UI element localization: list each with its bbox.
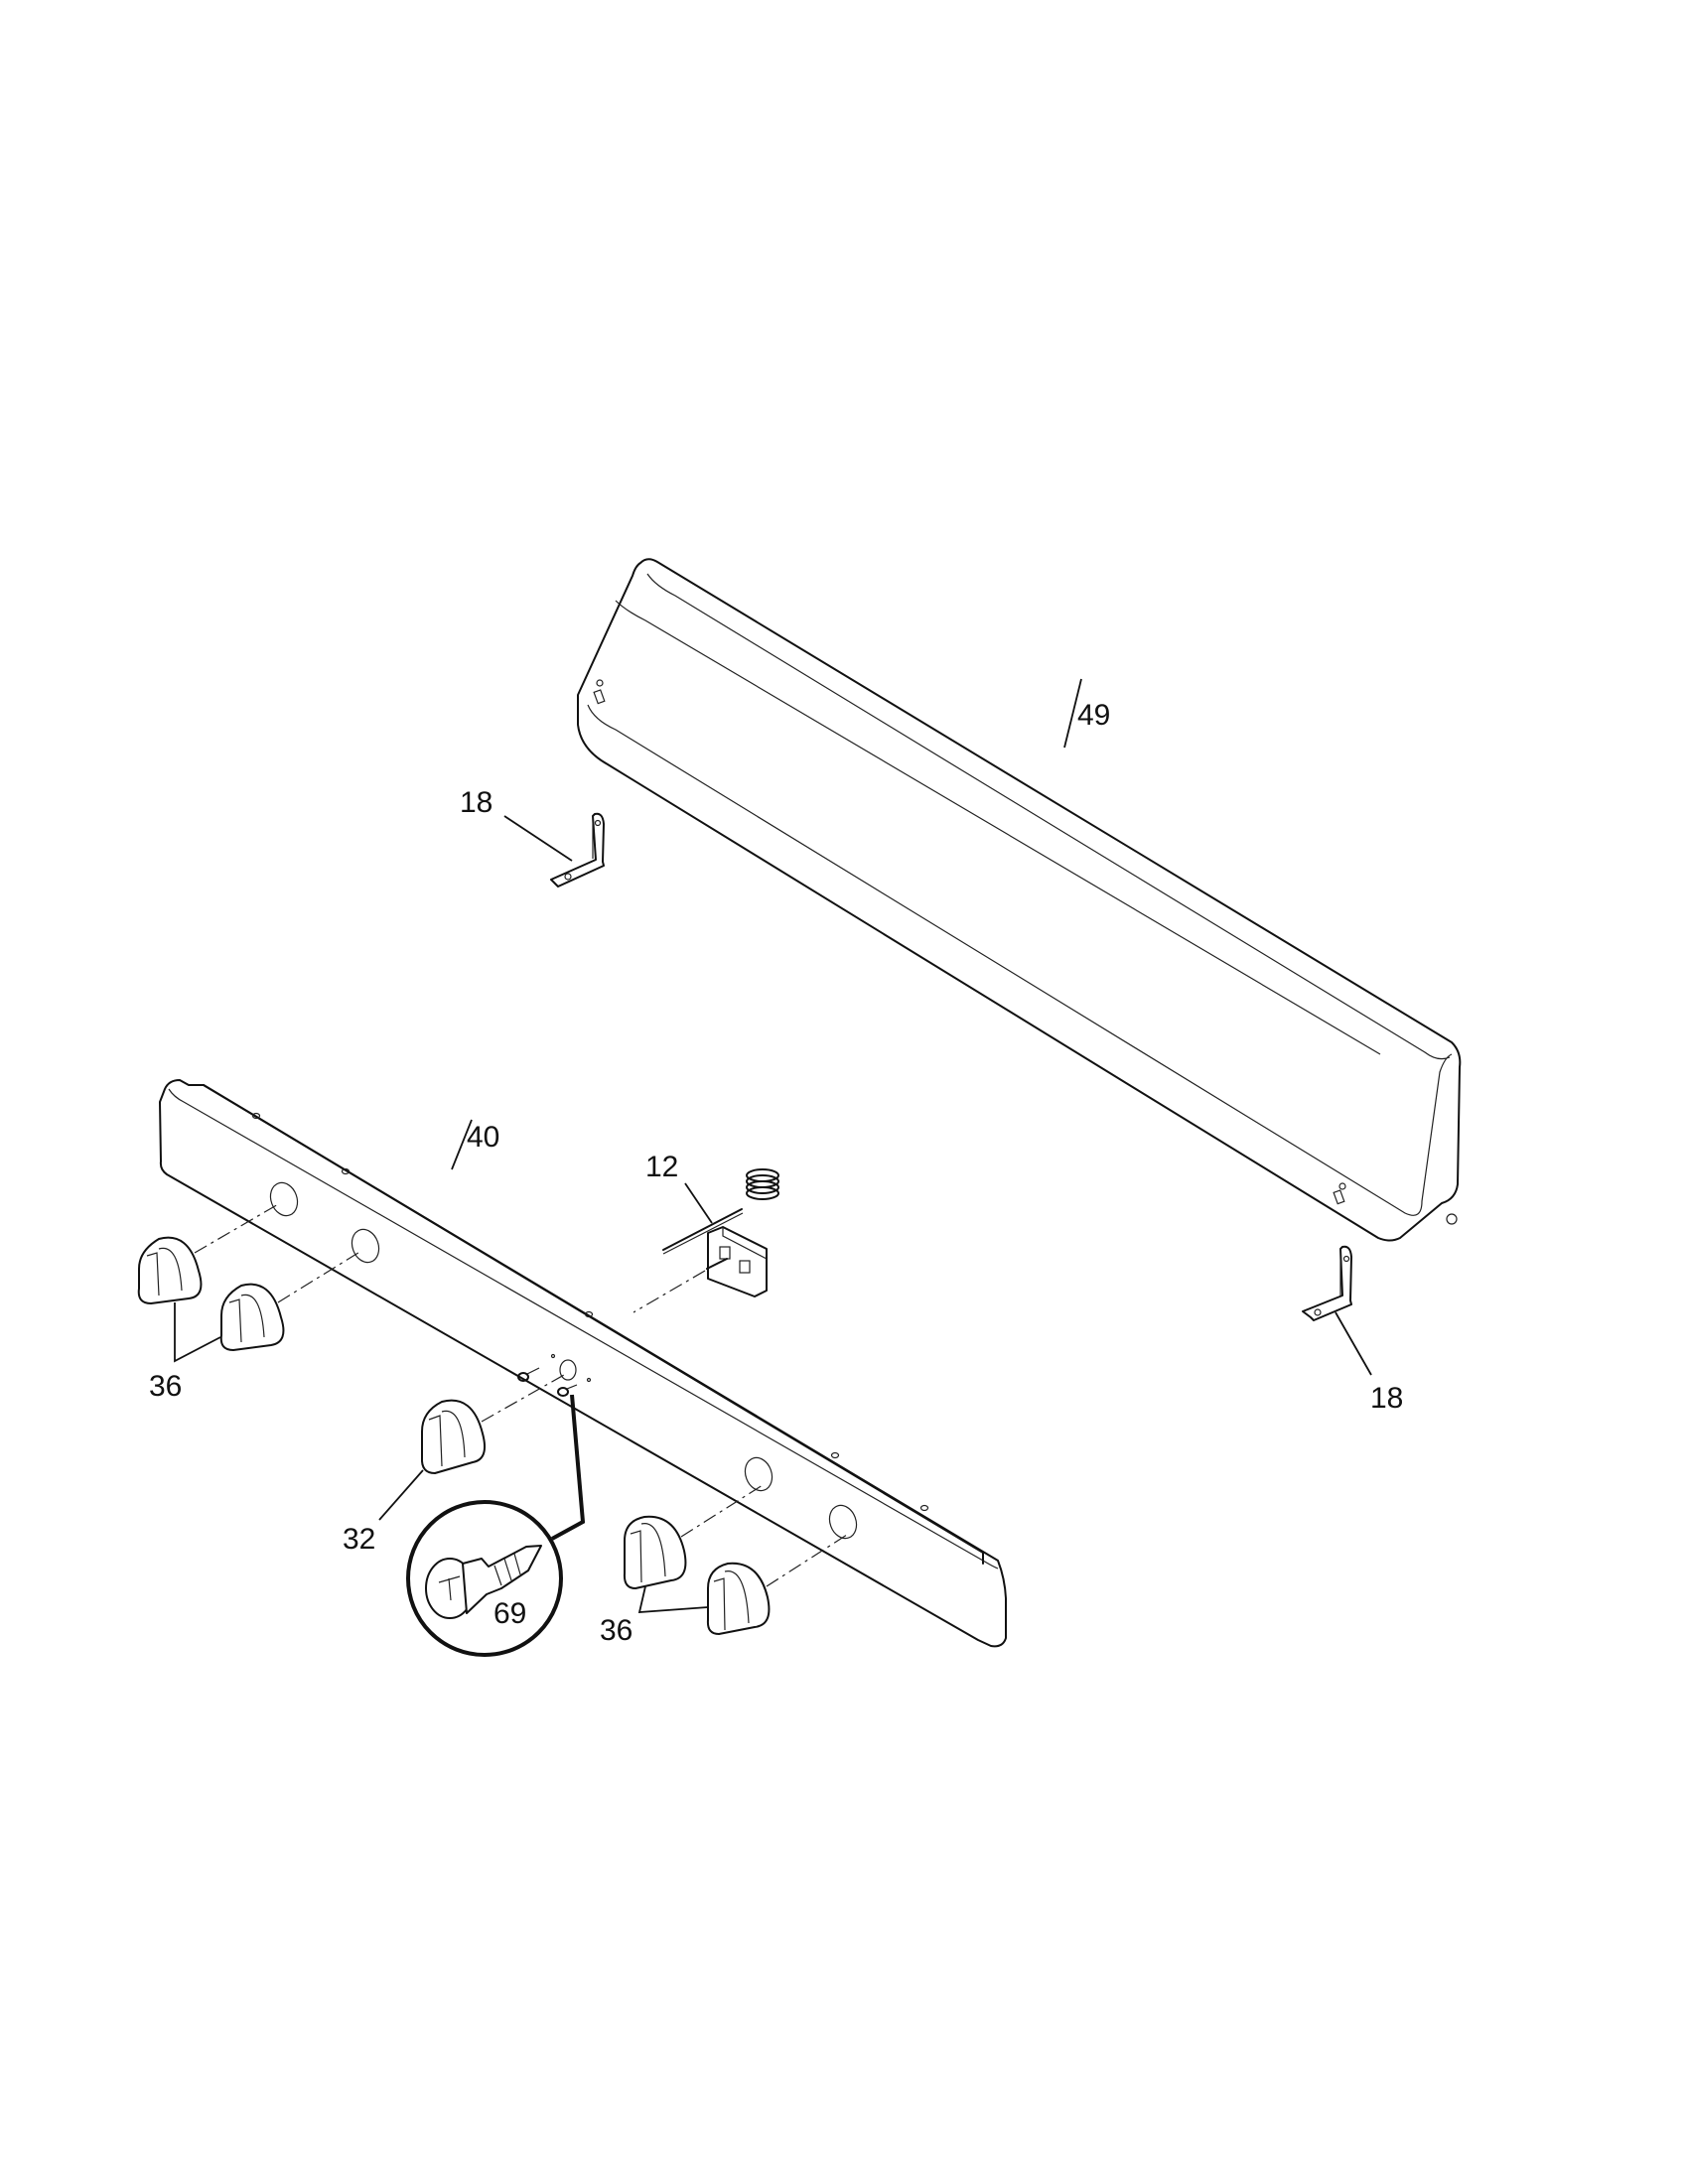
knob-right-1-axis bbox=[680, 1484, 764, 1538]
leader-32 bbox=[378, 1469, 424, 1521]
leader-18-left bbox=[503, 815, 573, 862]
leader-12 bbox=[684, 1182, 713, 1224]
thermostat-part bbox=[662, 1168, 779, 1297]
control-panel-part bbox=[159, 1079, 1007, 1648]
callout-36-left: 36 bbox=[149, 1370, 182, 1403]
thermostat-axis bbox=[633, 1270, 706, 1313]
leader-49 bbox=[1063, 678, 1082, 749]
callout-18-right: 18 bbox=[1370, 1382, 1403, 1415]
callout-18-left: 18 bbox=[460, 786, 492, 819]
backguard-part bbox=[577, 558, 1462, 1242]
knob-right-2 bbox=[706, 1562, 771, 1635]
knob-left-1-axis bbox=[194, 1202, 281, 1254]
leader-36-left bbox=[174, 1302, 221, 1363]
knob-right-1 bbox=[623, 1515, 687, 1589]
callout-32: 32 bbox=[343, 1523, 375, 1556]
bracket-right-part bbox=[1302, 1245, 1352, 1321]
leader-69 bbox=[551, 1394, 586, 1541]
leader-36-right bbox=[637, 1585, 709, 1613]
callout-12: 12 bbox=[645, 1151, 678, 1183]
knob-left-1 bbox=[137, 1236, 203, 1304]
callout-69: 69 bbox=[493, 1597, 526, 1630]
leader-18-right bbox=[1335, 1311, 1372, 1376]
bracket-left-part bbox=[550, 812, 605, 887]
callout-36-right: 36 bbox=[600, 1614, 633, 1647]
knob-center-axis bbox=[481, 1374, 565, 1423]
callout-40: 40 bbox=[467, 1121, 499, 1154]
screws-small bbox=[517, 1353, 592, 1397]
callout-49: 49 bbox=[1077, 699, 1110, 732]
screw-detail-part bbox=[425, 1545, 542, 1619]
knob-left-2 bbox=[219, 1283, 285, 1351]
knob-center bbox=[420, 1399, 486, 1474]
knob-right-2-axis bbox=[766, 1534, 848, 1587]
knob-left-2-axis bbox=[277, 1250, 362, 1303]
screw-detail-circle bbox=[406, 1500, 563, 1657]
leader-40 bbox=[451, 1119, 473, 1170]
